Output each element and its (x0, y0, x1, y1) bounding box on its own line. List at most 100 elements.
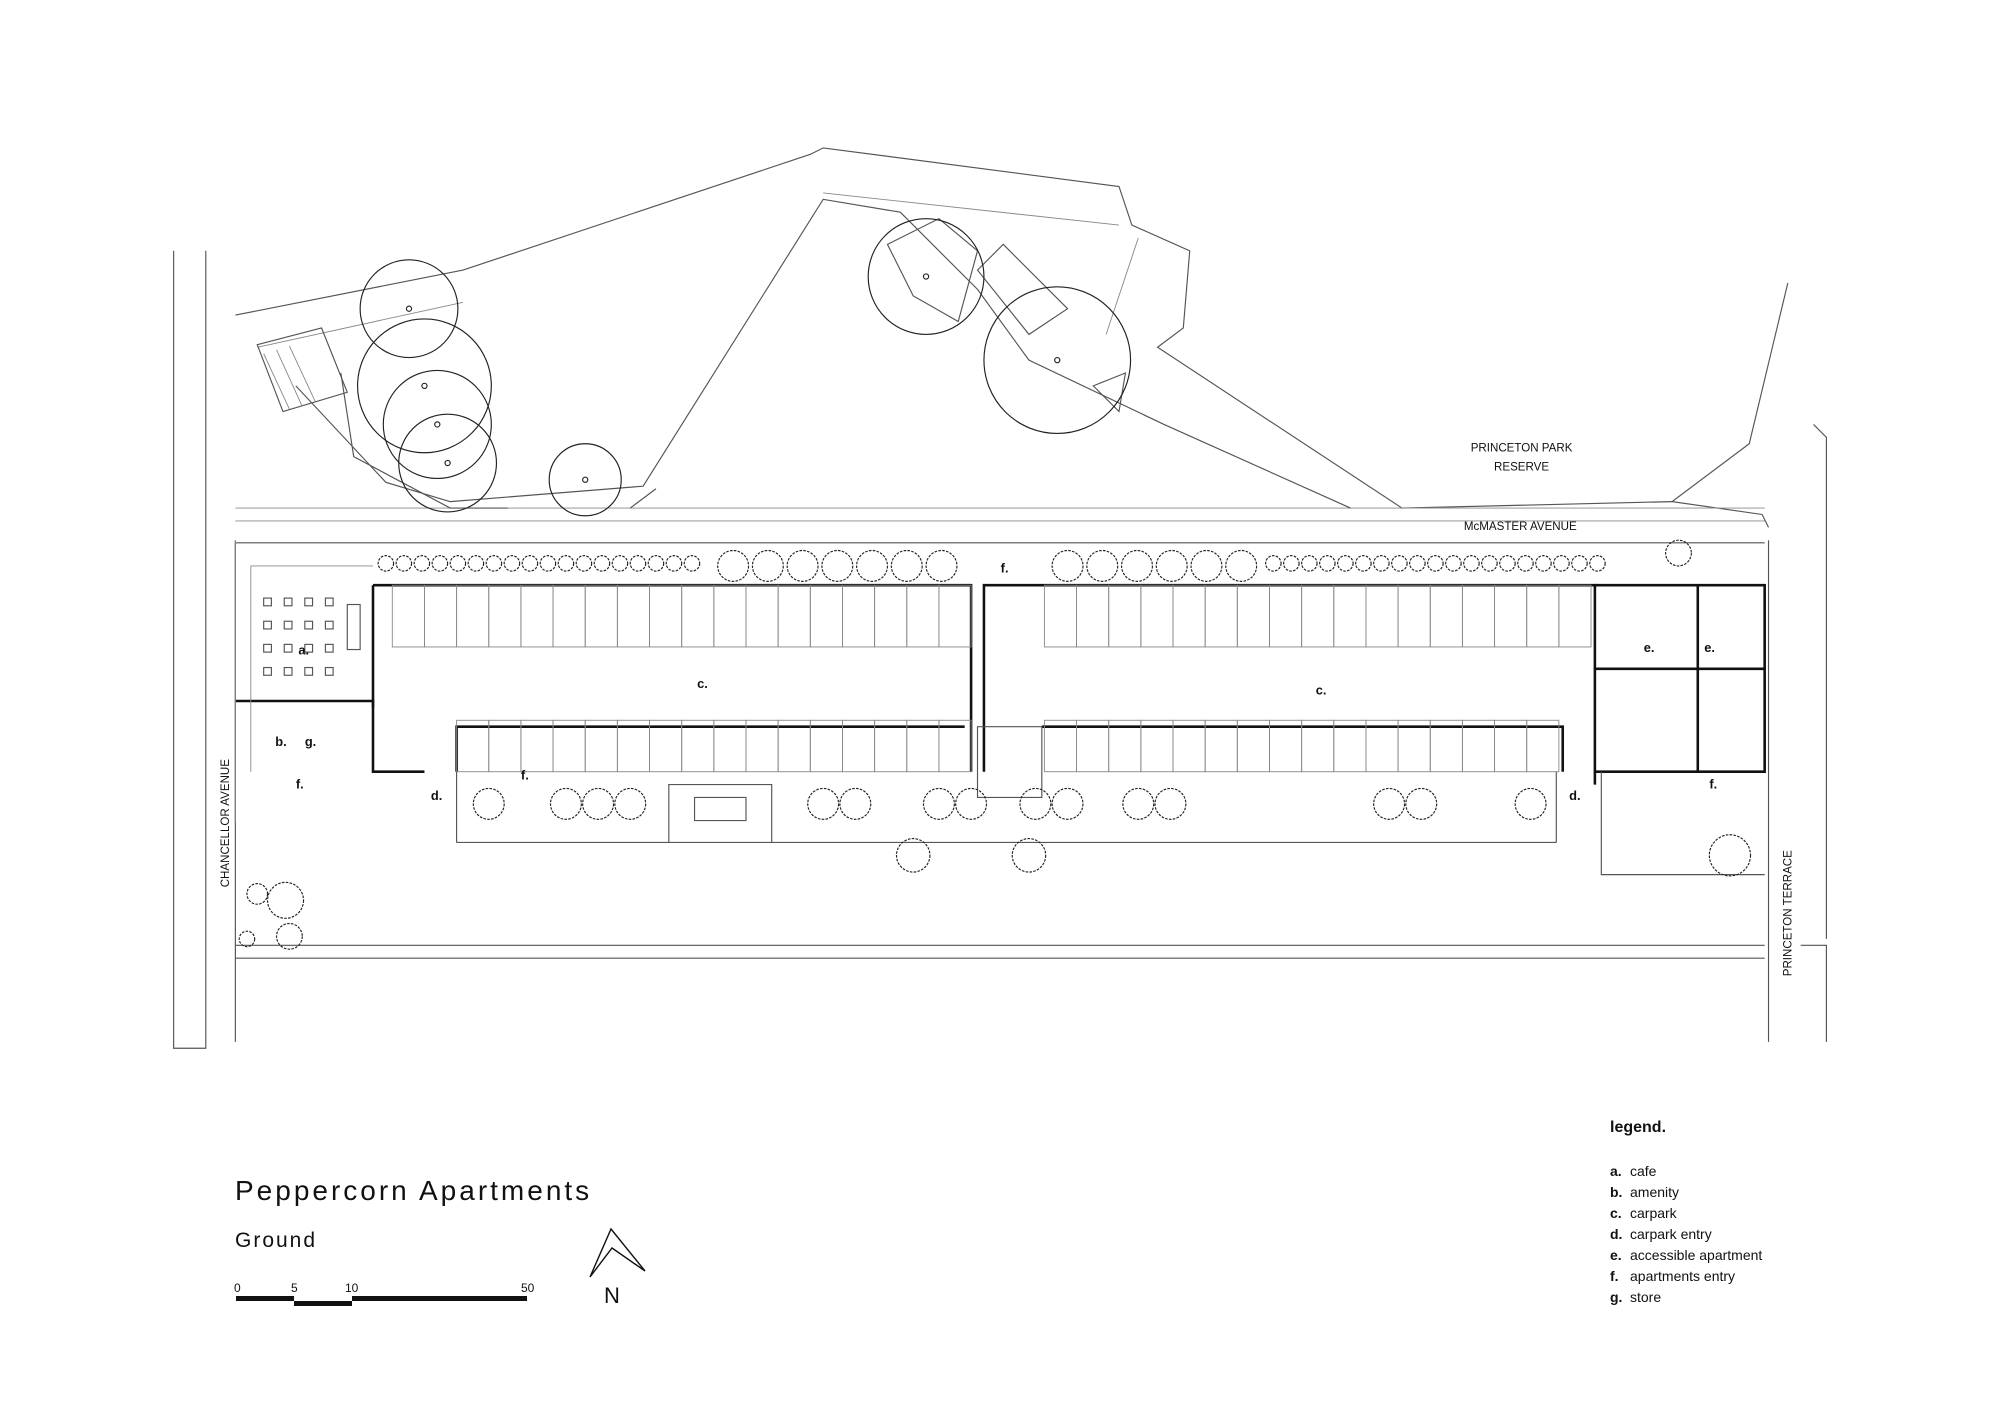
legend-label: accessible apartment (1630, 1247, 1762, 1263)
legend-key: e. (1610, 1247, 1622, 1263)
north-arrow-letter: N (604, 1283, 620, 1308)
scale-tick-5: 5 (291, 1281, 298, 1295)
tree-canopy (382, 369, 492, 480)
tree-trunk (434, 421, 441, 428)
tree (1463, 555, 1480, 572)
tree (1319, 555, 1336, 572)
parking-bay (1365, 584, 1399, 648)
key-store: g. (305, 734, 316, 749)
tree (751, 549, 784, 582)
tree-trunk (1054, 356, 1061, 364)
tree (503, 555, 521, 572)
legend-key: d. (1610, 1226, 1622, 1242)
key-carpark-east: c. (1316, 683, 1327, 698)
key-amenity: b. (275, 734, 286, 749)
street-label-north: McMASTER AVENUE (1464, 521, 1577, 533)
legend-key: c. (1610, 1205, 1622, 1221)
tree (472, 787, 505, 820)
tree (611, 555, 629, 572)
cafe-table (304, 666, 314, 676)
tree-canopy (867, 218, 985, 335)
parking-bay (1494, 584, 1528, 648)
parking-bay (874, 584, 908, 648)
cafe-table (263, 620, 272, 630)
parking-bay (1333, 584, 1367, 648)
tree (1405, 787, 1438, 820)
cafe-table (283, 666, 293, 676)
legend-label: carpark (1630, 1205, 1678, 1221)
scale-tick-10: 10 (345, 1281, 359, 1295)
tree (1445, 555, 1462, 572)
legend-label: apartments entry (1630, 1268, 1735, 1284)
tree (1481, 555, 1498, 572)
legend-label: cafe (1630, 1163, 1657, 1179)
parking-bay (1429, 584, 1463, 648)
tree-canopy (983, 286, 1132, 435)
key-entry-east: f. (1709, 776, 1717, 791)
reserve-trees (356, 218, 1132, 517)
tree (582, 787, 615, 820)
parking-bay (456, 584, 490, 648)
tree-trunk (582, 476, 589, 483)
tree-trunk (444, 459, 451, 467)
cafe-table (324, 643, 334, 653)
tree (485, 555, 503, 572)
tree (575, 555, 593, 572)
cafe-table (263, 597, 272, 607)
parking-bay (1204, 584, 1238, 648)
tree (395, 555, 413, 572)
key-accessible-1: e. (1644, 640, 1655, 655)
tree (413, 555, 431, 572)
tree-canopy (359, 259, 459, 359)
tree (1337, 555, 1354, 572)
parking-bay (1461, 584, 1496, 648)
tree (1019, 787, 1052, 820)
tree (922, 787, 955, 820)
parking-bay (616, 584, 650, 648)
parking-bay (1558, 584, 1592, 648)
tree (895, 838, 931, 873)
tree (377, 555, 395, 572)
drawing-title: Peppercorn Apartments (235, 1175, 592, 1206)
tree (717, 549, 750, 582)
parking-bay (745, 584, 779, 648)
key-accessible-2: e. (1704, 640, 1715, 655)
tree (890, 549, 923, 582)
cafe-table (304, 597, 314, 607)
parking-bay (423, 584, 458, 648)
scale-bar: 0 5 10 50 (234, 1281, 535, 1306)
tree (246, 883, 269, 905)
legend-label: carpark entry (1630, 1226, 1712, 1242)
legend-label: store (1630, 1289, 1661, 1305)
parking-bay (584, 584, 618, 648)
tree (431, 555, 449, 572)
tree (955, 787, 988, 820)
cafe-table (263, 666, 272, 676)
tree (839, 787, 872, 820)
tree (557, 555, 575, 572)
parking-bay (1236, 584, 1270, 648)
tree (1155, 549, 1188, 582)
parking-bay (488, 584, 522, 648)
key-carpark-entry-east: d. (1569, 788, 1580, 803)
reserve-label-line1: PRINCETON PARK (1471, 442, 1573, 454)
tree (1011, 838, 1047, 873)
tree (1589, 555, 1606, 572)
tree (1514, 787, 1547, 820)
tree (467, 555, 485, 572)
tree (449, 555, 467, 572)
cafe-furniture (263, 597, 361, 676)
parking-bay (809, 584, 843, 648)
tree (1190, 549, 1223, 582)
tree (1427, 555, 1444, 572)
key-entry-north: f. (1001, 560, 1009, 575)
tree (1301, 555, 1318, 572)
parking-bay (938, 584, 972, 648)
tree (1708, 834, 1752, 877)
tree (1571, 555, 1588, 572)
tree (807, 787, 840, 820)
tree (925, 549, 958, 582)
key-carpark-west: c. (697, 676, 708, 691)
key-cafe: a. (298, 643, 309, 658)
tree (683, 555, 701, 572)
